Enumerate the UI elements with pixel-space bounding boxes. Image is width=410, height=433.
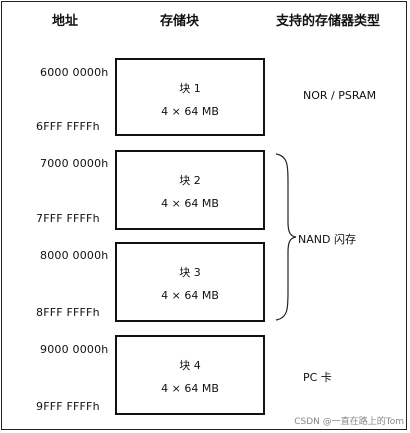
block-4-size: 4 × 64 MB	[161, 382, 219, 395]
address-start-block2: 7000 0000h	[40, 157, 109, 170]
block-3-name: 块 3	[179, 266, 201, 279]
block-4-name: 块 4	[179, 359, 201, 372]
address-end-block3: 8FFF FFFFh	[36, 306, 100, 319]
memory-block-3: 块 3 4 × 64 MB	[115, 242, 265, 322]
curly-brace-icon	[275, 153, 297, 321]
watermark: CSDN @一直在路上的Tom	[294, 417, 404, 427]
address-start-block3: 8000 0000h	[40, 249, 109, 262]
memory-type-nand: NAND 闪存	[298, 233, 356, 246]
block-1-size: 4 × 64 MB	[161, 105, 219, 118]
header-memory-type: 支持的存储器类型	[276, 14, 381, 29]
memory-type-nor-psram: NOR / PSRAM	[303, 89, 377, 102]
memory-type-pc-card: PC 卡	[303, 371, 332, 384]
memory-block-4: 块 4 4 × 64 MB	[115, 335, 265, 415]
block-1-name: 块 1	[179, 82, 201, 95]
address-start-block1: 6000 0000h	[40, 66, 109, 79]
address-end-block2: 7FFF FFFFh	[36, 212, 100, 225]
header-block: 存储块	[160, 14, 200, 29]
memory-block-2: 块 2 4 × 64 MB	[115, 150, 265, 230]
header-address: 地址	[52, 14, 79, 29]
block-3-size: 4 × 64 MB	[161, 289, 219, 302]
address-end-block4: 9FFF FFFFh	[36, 400, 100, 413]
block-2-size: 4 × 64 MB	[161, 197, 219, 210]
address-start-block4: 9000 0000h	[40, 343, 109, 356]
memory-block-1: 块 1 4 × 64 MB	[115, 58, 265, 136]
address-end-block1: 6FFF FFFFh	[36, 120, 100, 133]
block-2-name: 块 2	[179, 174, 201, 187]
